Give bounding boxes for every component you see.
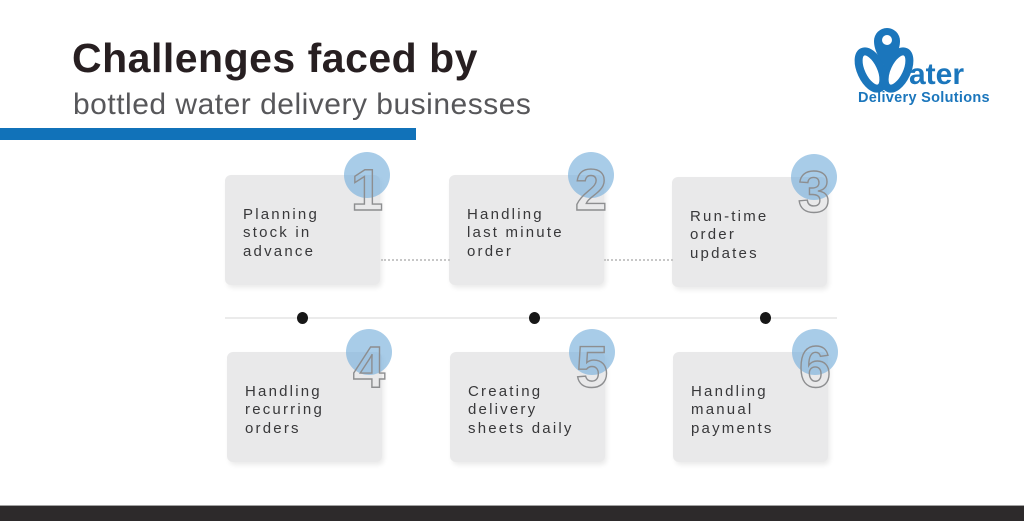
logo-tagline: Delivery Solutions — [858, 90, 990, 106]
number-outline: 4 — [352, 334, 386, 400]
challenge-card-4: 4 Handling recurring orders — [227, 329, 392, 462]
challenge-label: Planning stock in advance — [243, 206, 319, 260]
logo-graphic: ater Delivery Solutions — [854, 28, 990, 106]
number-outline: 5 — [575, 334, 609, 400]
svg-text:4: 4 — [353, 335, 385, 400]
number-circle — [792, 329, 838, 375]
svg-text:5: 5 — [576, 335, 608, 400]
number-outline: 3 — [797, 159, 831, 225]
page-title: Challenges faced by — [72, 35, 478, 81]
challenge-card-5: 5 Creating delivery sheets daily — [450, 329, 615, 462]
number-outline: 1 — [350, 157, 384, 223]
dotted-connector — [381, 259, 450, 261]
challenge-card-6: 6 Handling manual payments — [673, 329, 838, 462]
dotted-connector — [604, 259, 673, 261]
challenge-card-3: 3 Run-time order updates — [672, 154, 837, 287]
challenge-card-1: 1 Planning stock in advance — [225, 152, 390, 285]
challenge-label: Creating delivery sheets daily — [468, 383, 574, 437]
challenge-card-2: 2 Handling last minute order — [449, 152, 614, 285]
challenge-label: Run-time order updates — [690, 208, 769, 262]
timeline-dot — [529, 312, 540, 324]
challenge-label: Handling recurring orders — [245, 383, 324, 437]
number-circle — [791, 154, 837, 200]
svg-text:3: 3 — [798, 160, 830, 225]
number-outline: 6 — [798, 334, 832, 400]
number-circle — [344, 152, 390, 198]
svg-text:2: 2 — [575, 158, 607, 223]
svg-text:1: 1 — [351, 158, 383, 223]
footer-bar — [0, 505, 1024, 521]
number-circle — [569, 329, 615, 375]
title-underline-bar — [0, 128, 416, 140]
timeline-dot — [760, 312, 771, 324]
challenge-label: Handling last minute order — [467, 206, 564, 260]
number-circle — [346, 329, 392, 375]
number-outline: 2 — [574, 157, 608, 223]
location-pin-icon — [874, 28, 900, 70]
svg-text:6: 6 — [799, 335, 831, 400]
number-circle — [568, 152, 614, 198]
timeline-dot — [297, 312, 308, 324]
challenge-label: Handling manual payments — [691, 383, 774, 437]
page-subtitle: bottled water delivery businesses — [73, 88, 532, 121]
logo-brand-suffix: ater — [909, 58, 964, 91]
water-delivery-solutions-logo: ater Delivery Solutions — [845, 22, 995, 110]
